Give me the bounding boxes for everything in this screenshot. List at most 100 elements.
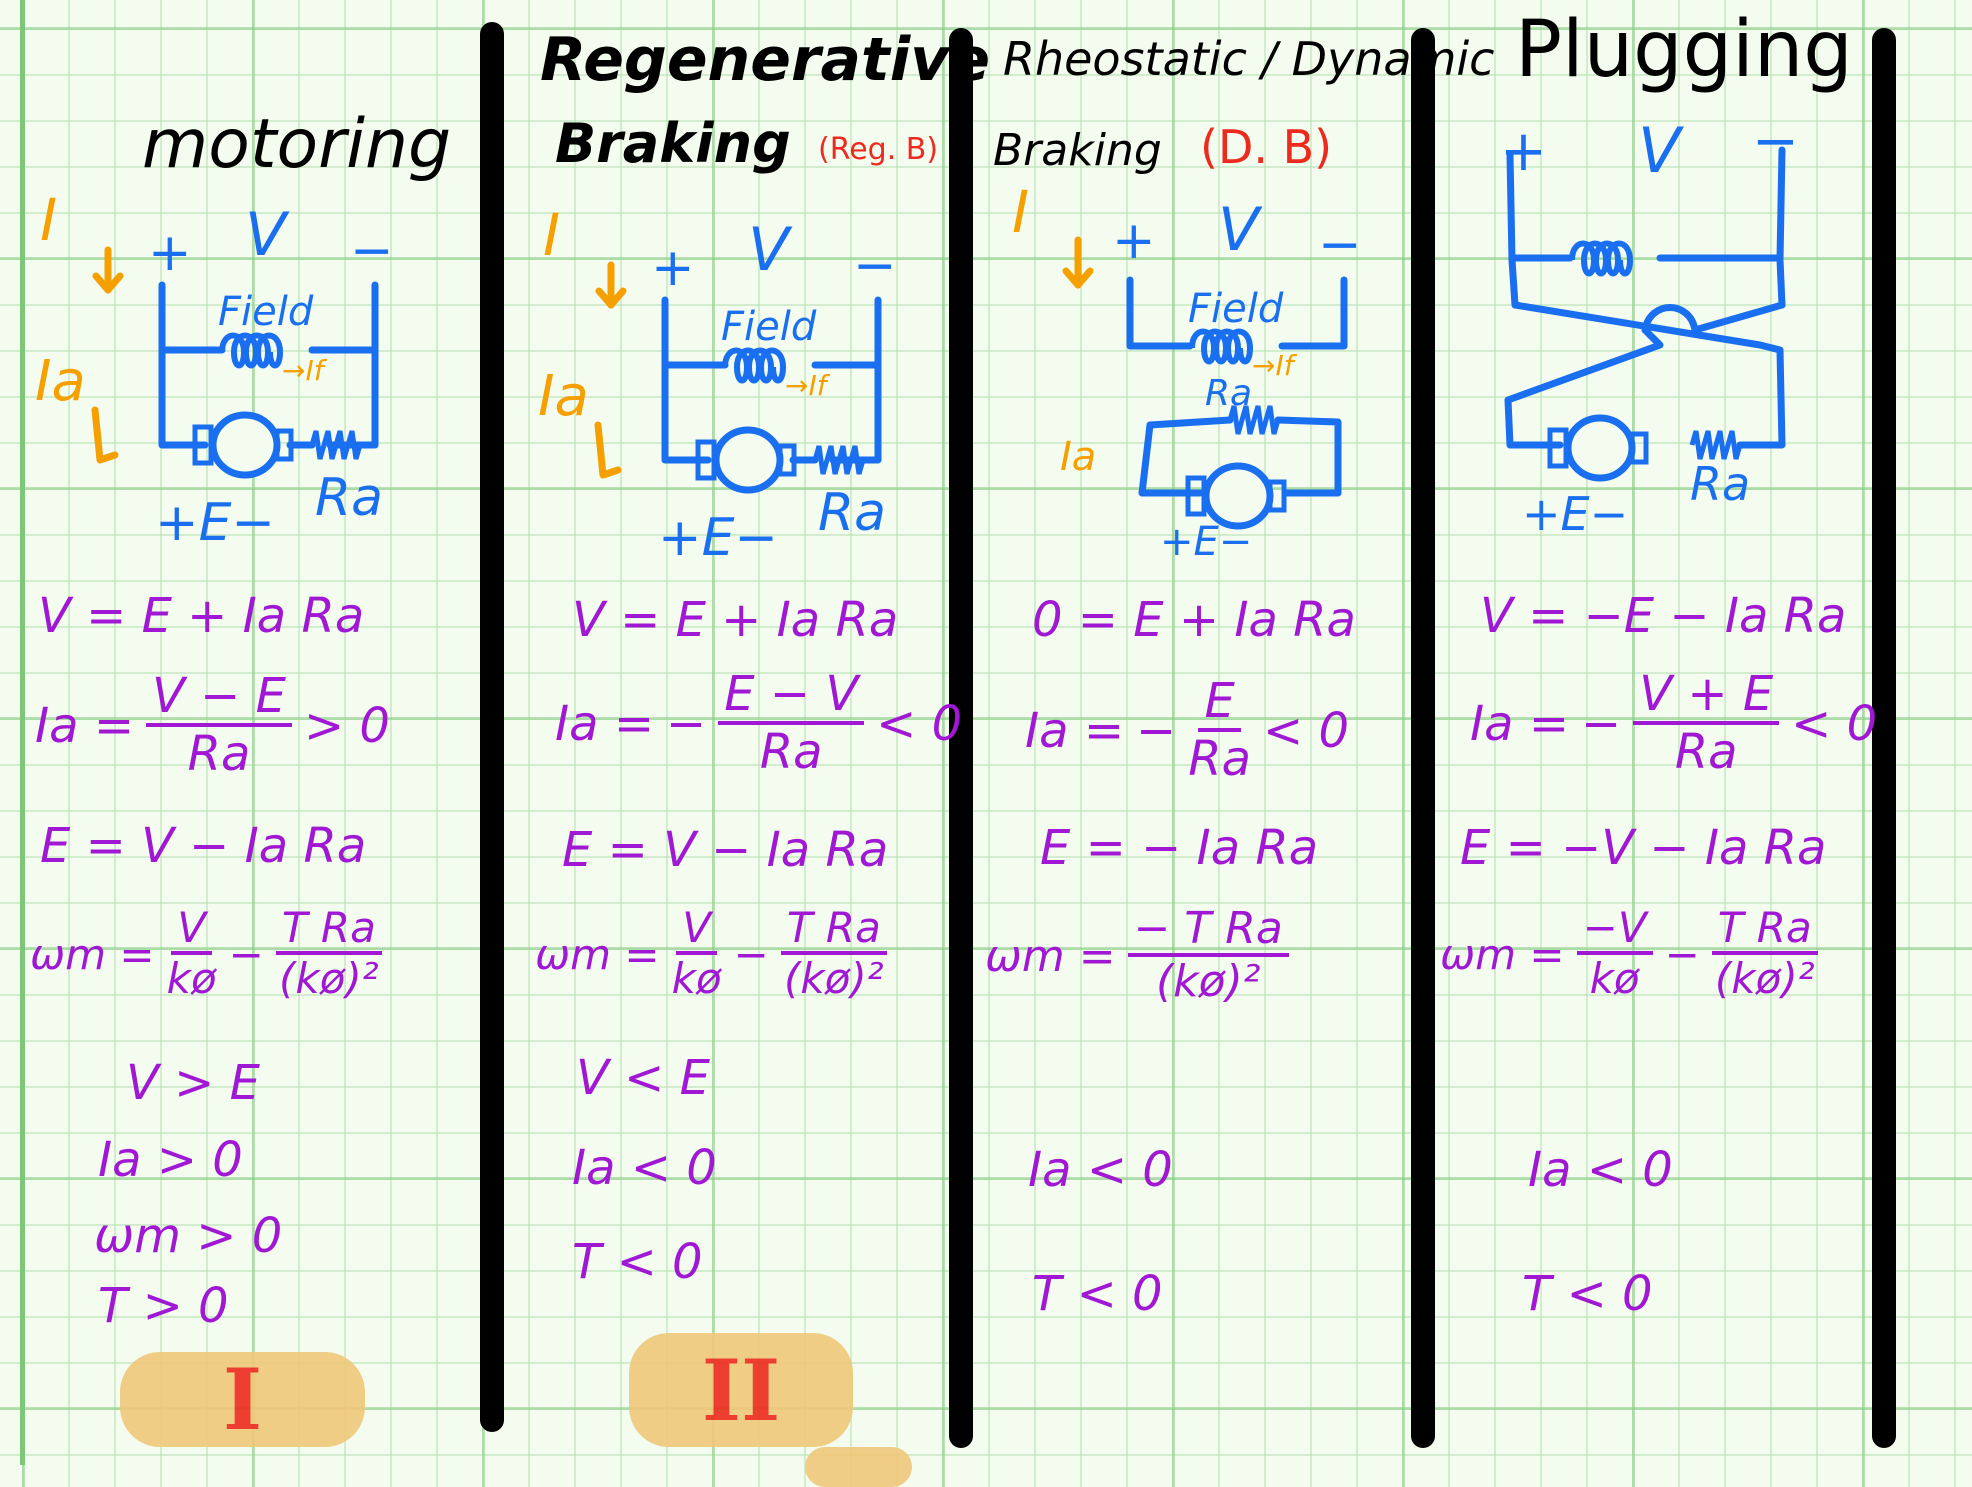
tag-reg-b: (Reg. B) <box>818 132 939 167</box>
armature-resistance-label: Ra <box>315 468 383 528</box>
numerator: V − E <box>146 670 292 727</box>
armature-current-label: Ia <box>1060 434 1096 480</box>
current-label-I: I <box>40 186 57 254</box>
wire <box>1691 301 1786 334</box>
motor-armature-icon <box>1564 414 1636 482</box>
column-divider <box>480 22 504 1432</box>
eq-rhs: < 0 <box>1791 695 1878 752</box>
eq-lhs: ωm = <box>1440 929 1565 979</box>
wire <box>1504 326 1664 449</box>
wire <box>1146 416 1234 429</box>
wire <box>1274 416 1342 497</box>
subtitle-braking: Braking <box>555 112 791 175</box>
field-coil-icon <box>1569 240 1634 277</box>
field-current-label: →If <box>785 369 831 402</box>
quadrant-badge: II <box>629 1333 853 1447</box>
denominator: Ra <box>759 723 823 780</box>
armature-resistance-label: Ra <box>818 483 886 543</box>
brush-icon <box>1185 475 1207 517</box>
field-current-label: →If <box>1252 349 1298 382</box>
title-plugging: Plugging <box>1515 5 1853 95</box>
condition: V > E <box>126 1055 260 1111</box>
fraction: T Ra(kø)² <box>1711 904 1818 1003</box>
numerator: − T Ra <box>1127 904 1289 958</box>
field-current-label: →If <box>282 354 328 387</box>
back-emf-label: +E− <box>1160 519 1252 565</box>
condition: Ia < 0 <box>1528 1142 1673 1198</box>
positive-terminal: + <box>651 238 695 298</box>
voltage-equation: V = E + Ia Ra <box>572 592 899 648</box>
denominator: Ra <box>1674 723 1738 780</box>
negative-terminal: − <box>350 221 394 281</box>
denominator: (kø)² <box>279 954 379 1004</box>
brush-icon <box>1547 427 1569 469</box>
numerator: V + E <box>1633 668 1780 725</box>
title-regenerative: Regenerative <box>540 25 991 95</box>
operator: − <box>228 929 264 979</box>
wire <box>829 296 882 464</box>
wire <box>594 421 622 479</box>
back-emf-label: +E− <box>1522 487 1628 541</box>
emf-equation: E = V − Ia Ra <box>562 822 889 878</box>
numerator: T Ra <box>275 904 382 956</box>
subtitle-braking: Braking <box>993 125 1162 176</box>
back-emf-label: +E− <box>658 508 778 568</box>
positive-terminal: + <box>148 223 192 283</box>
denominator: kø <box>166 954 217 1004</box>
fraction: T Ra(kø)² <box>780 904 887 1004</box>
sign: − <box>1581 695 1622 752</box>
numerator: E − V <box>718 668 865 725</box>
wire <box>1511 301 1786 449</box>
eq-rhs: < 0 <box>1263 702 1350 759</box>
sign: − <box>1136 702 1177 759</box>
condition: V < E <box>576 1050 710 1106</box>
wire <box>1278 276 1348 350</box>
denominator: (kø)² <box>784 954 884 1004</box>
resistor-icon <box>1689 430 1743 460</box>
quadrant-label: I <box>222 1350 263 1449</box>
eq-lhs: Ia = <box>555 695 655 752</box>
field-coil-icon <box>1189 328 1254 365</box>
field-coil-icon <box>722 347 787 384</box>
negative-terminal: − <box>853 236 897 296</box>
operator: − <box>1664 929 1700 979</box>
denominator: Ra <box>1188 730 1252 787</box>
current-label-I: I <box>543 201 560 269</box>
emf-equation: E = − Ia Ra <box>1040 820 1319 876</box>
motor-armature-icon <box>209 411 281 479</box>
armature-resistance-label: Ra <box>1690 457 1750 511</box>
sign: − <box>666 695 707 752</box>
denominator: Ra <box>187 725 251 782</box>
highlight-blob <box>805 1447 912 1487</box>
denominator: (kø)² <box>1156 956 1261 1008</box>
column-divider <box>949 28 973 1448</box>
eq-lhs: ωm = <box>535 929 660 979</box>
wire <box>91 406 119 464</box>
voltage-equation: 0 = E + Ia Ra <box>1032 592 1356 648</box>
quadrant-label: II <box>701 1340 781 1440</box>
wire <box>158 281 209 449</box>
current-label-I: I <box>1012 178 1029 246</box>
numerator: T Ra <box>1711 904 1818 956</box>
wire <box>92 272 124 294</box>
operator: − <box>733 929 769 979</box>
eq-lhs: Ia = <box>1025 702 1125 759</box>
wire <box>1062 267 1094 289</box>
voltage-label-V: V <box>245 200 290 270</box>
voltage-label-V: V <box>1218 195 1263 265</box>
numerator: V <box>676 904 718 956</box>
condition: Ia > 0 <box>98 1132 243 1188</box>
condition: T < 0 <box>1032 1266 1163 1322</box>
denominator: kø <box>671 954 722 1004</box>
column-divider <box>1872 28 1896 1448</box>
voltage-label-V: V <box>1638 114 1685 187</box>
numerator: T Ra <box>780 904 887 956</box>
back-emf-label: +E− <box>155 493 275 553</box>
field-coil-icon <box>219 332 284 369</box>
numerator: E <box>1198 675 1241 732</box>
